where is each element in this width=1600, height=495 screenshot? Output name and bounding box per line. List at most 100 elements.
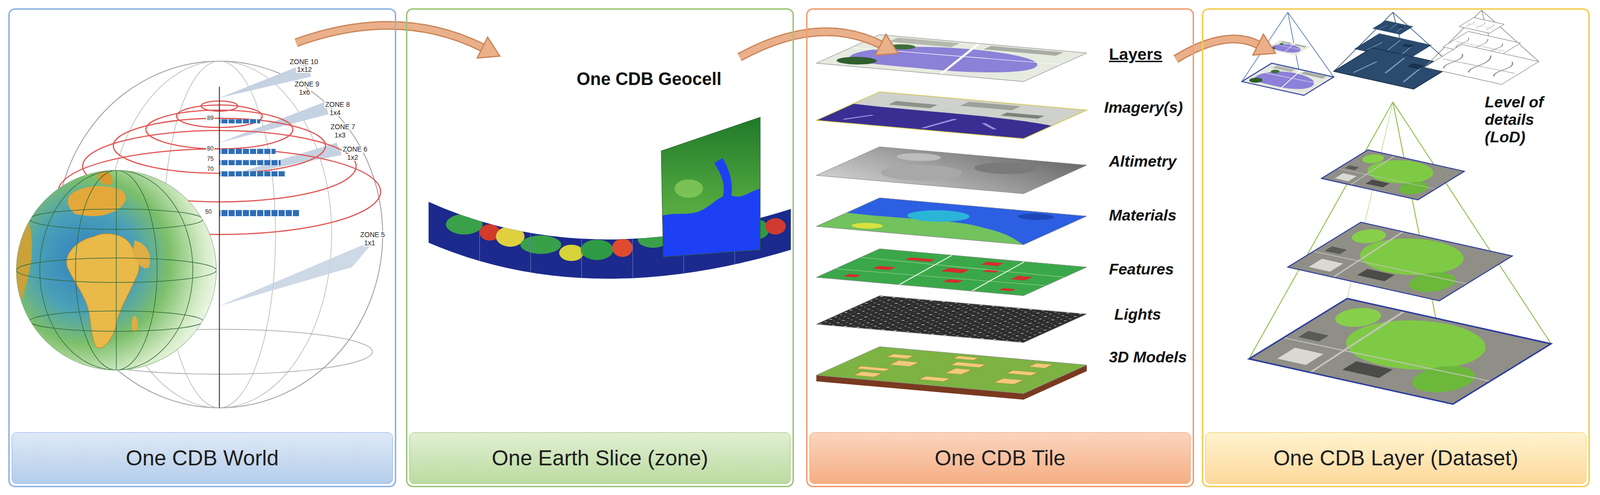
layer-stack-part-part — [816, 248, 1087, 297]
geocell-tile-part — [652, 158, 766, 265]
layer-name: Altimetry — [1108, 153, 1177, 171]
earth-slice-part-part — [520, 235, 562, 255]
zone-label: ZONE 6 — [341, 145, 369, 153]
layer-stack-part-part — [816, 91, 1087, 140]
flow-arrow-shaft — [739, 31, 881, 57]
zone-label: ZONE 7 — [329, 123, 357, 131]
lod-pyramid-small-1-part-part — [1241, 63, 1334, 96]
zone-sphere-part — [219, 119, 261, 124]
flow-arrow-outline — [1175, 38, 1258, 59]
arrow-head — [1252, 34, 1276, 55]
zone-label: ZONE 10 — [288, 58, 319, 66]
flow-arrow-shaft — [296, 25, 483, 48]
latitude-number: 89 — [206, 115, 215, 122]
layer-name: Imagery(s) — [1104, 99, 1183, 117]
panel-title: One CDB Tile — [934, 446, 1066, 471]
earth-slice-part-part — [495, 226, 525, 247]
lod-pyramid-small-1 — [1241, 12, 1334, 96]
latitude-number: 50 — [204, 209, 213, 215]
layer-stack-part-part — [816, 347, 1087, 395]
lod-pyramid-small-3-part-part — [1424, 44, 1539, 85]
latitude-number: 70 — [206, 166, 215, 173]
panel-title: One CDB World — [125, 446, 280, 471]
lod-pyramid-small-3 — [1424, 10, 1539, 85]
latitude-number: 75 — [206, 156, 215, 162]
earth-globe-part-part — [68, 186, 126, 217]
lod-pyramid-small-2-part-part — [1372, 20, 1414, 35]
earth-globe — [16, 170, 217, 371]
earth-globe-part-part — [16, 170, 217, 371]
layer-stack-part-part — [816, 347, 1087, 395]
layer-stack-part — [816, 146, 1087, 194]
layer-stack-part-part — [816, 248, 1087, 297]
panel-band: One CDB Tile — [809, 432, 1191, 485]
layer-stack-part — [816, 91, 1087, 140]
geocell-tile-part-part — [674, 179, 704, 198]
zone-label: 1x6 — [298, 88, 312, 96]
lod-pyramid-large-part — [1287, 222, 1513, 302]
zone-label: ZONE 9 — [293, 80, 321, 88]
earth-globe-part-part — [66, 233, 140, 349]
panel-band: One CDB World — [11, 432, 393, 485]
geocell-tile-part-part — [714, 158, 732, 200]
lod-pyramid-large-part-part — [1287, 222, 1513, 302]
arrow-head — [477, 36, 500, 58]
zone-label: 1x3 — [333, 131, 347, 139]
zone-label: 1x12 — [296, 66, 313, 73]
lod-pyramid-small-3-part — [1424, 10, 1539, 85]
earth-slice-part-part — [580, 239, 614, 261]
layer-stack-part — [816, 197, 1087, 246]
layers-heading: Layers — [1108, 44, 1163, 64]
flow-arrow — [296, 25, 500, 58]
layer-stack-part-part — [816, 197, 1087, 246]
lod-pyramid-small-3-part-part — [1459, 17, 1504, 34]
flow-arrow-outline — [296, 25, 483, 48]
stage-panel: One CDB Tile — [806, 8, 1195, 488]
layer-stack-part — [816, 347, 1087, 395]
geocell-tile — [652, 117, 766, 265]
earth-slice-part-part — [612, 238, 633, 258]
layer-name: Materials — [1108, 207, 1177, 225]
lod-pyramid-large-part — [1321, 150, 1465, 201]
lod-label: Level of details (LoD) — [1484, 93, 1573, 146]
lod-pyramid-small-3-part — [1424, 44, 1539, 85]
earth-globe-part-part — [96, 171, 113, 186]
earth-globe-part-part — [131, 316, 139, 334]
flow-arrow — [739, 31, 898, 57]
zone-sphere-part — [218, 86, 220, 408]
earth-globe-part-part-part — [29, 311, 204, 332]
lod-pyramid-small-2 — [1333, 12, 1452, 89]
layer-stack-part-part — [816, 34, 1087, 82]
latitude-number: 80 — [206, 145, 215, 152]
layer-name: 3D Models — [1108, 349, 1187, 367]
layer-stack-part-part — [816, 197, 1087, 246]
panel-band: One Earth Slice (zone) — [409, 432, 791, 485]
lod-pyramid-small-1-part — [1241, 12, 1334, 96]
geocell-tile-part — [661, 117, 761, 258]
layer-stack-part-part — [816, 91, 1087, 140]
panel-title: One CDB Layer (Dataset) — [1273, 446, 1519, 471]
zone-sphere-part-part — [220, 148, 276, 154]
panel-title: One Earth Slice (zone) — [491, 446, 708, 471]
earth-slice — [428, 183, 792, 327]
layer-stack — [816, 34, 1087, 400]
layer-name: Features — [1108, 261, 1174, 279]
layer-stack-part — [816, 248, 1087, 297]
zone-sphere-part-part — [220, 171, 286, 177]
earth-globe-part-part-part — [16, 258, 217, 283]
lod-pyramid-small-3-part — [1459, 17, 1504, 34]
lod-pyramid-small-1-part — [1241, 63, 1334, 96]
lod-pyramid-large — [1248, 102, 1551, 405]
earth-globe-part — [16, 170, 217, 371]
geocell-label: One CDB Geocell — [576, 69, 722, 89]
lod-pyramid-small-3-part-part — [1424, 44, 1539, 85]
lod-pyramid-large-part — [1248, 298, 1551, 405]
zone-sphere-part — [219, 148, 276, 154]
stage-panel: One CDB World — [8, 8, 397, 488]
lod-pyramid-small-2-part — [1333, 12, 1452, 89]
zone-sphere-part-part — [220, 119, 261, 124]
zone-label: ZONE 8 — [324, 101, 352, 108]
